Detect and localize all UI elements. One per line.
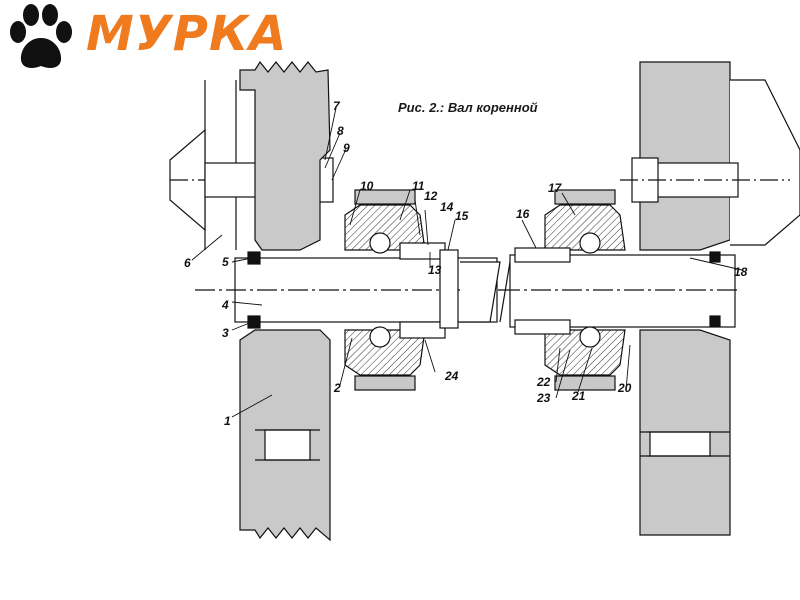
paw-icon [10,4,72,68]
callout-3: 3 [222,326,229,340]
left-pulley-body [239,60,331,251]
callout-11: 11 [412,179,425,193]
callout-12: 12 [424,189,438,203]
callout-labels: 1 2 3 4 5 6 7 8 9 10 11 12 13 14 15 16 1… [184,99,748,428]
shaft-right [509,254,736,328]
callout-6: 6 [184,256,191,270]
logo: МУРКА [0,0,320,80]
callout-8: 8 [337,124,344,138]
callout-5: 5 [222,255,229,269]
logo-text: МУРКА [86,6,288,62]
callout-20: 20 [617,381,632,395]
callout-22: 22 [536,375,551,389]
callout-17: 17 [548,181,563,195]
callout-18: 18 [734,265,748,279]
callout-21: 21 [571,389,586,403]
callout-1: 1 [224,414,231,428]
callout-10: 10 [360,179,374,193]
figure-caption: Рис. 2.: Вал коренной [398,100,538,115]
callout-9: 9 [343,141,350,155]
leader-lines [191,107,743,418]
callout-14: 14 [440,200,454,214]
callout-15: 15 [455,209,469,223]
left-bearing-housing [344,204,426,251]
right-flywheel-body [639,61,731,251]
callout-23: 23 [536,391,551,405]
callout-24: 24 [444,369,459,383]
callout-7: 7 [333,99,341,113]
callout-2: 2 [333,381,341,395]
callout-4: 4 [221,298,229,312]
callout-16: 16 [516,207,530,221]
callout-13: 13 [428,263,442,277]
